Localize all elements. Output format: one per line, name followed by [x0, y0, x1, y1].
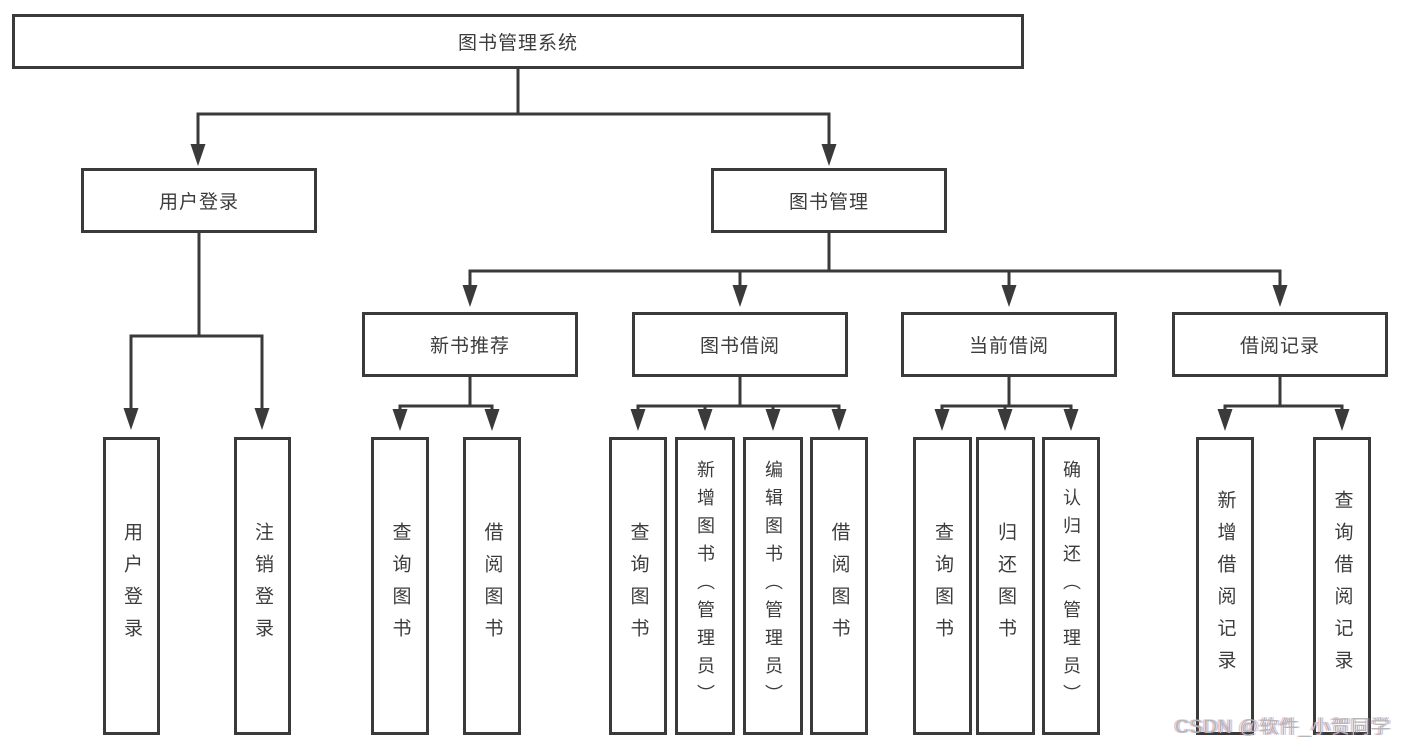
leaf-borrow-books-borrowing: 借阅图书	[810, 437, 868, 735]
leaf-add-borrow-record: 新增借阅记录	[1196, 437, 1254, 735]
leaf-query-books-borrowing: 查询图书	[609, 437, 667, 735]
leaf-return-books: 归还图书	[976, 437, 1035, 735]
csdn-watermark: CSDN @软件_小贺同学	[1175, 717, 1391, 738]
node-book-borrowing: 图书借阅	[632, 312, 848, 377]
leaf-confirm-return-admin: 确认归还（管理员）	[1042, 437, 1100, 735]
leaf-logout-login: 注销登录	[234, 437, 291, 735]
node-book-management: 图书管理	[711, 168, 947, 233]
leaf-user-login: 用户登录	[103, 437, 160, 735]
leaf-edit-books-admin: 编辑图书（管理员）	[743, 437, 803, 735]
node-library-system: 图书管理系统	[12, 14, 1024, 69]
node-current-borrowing: 当前借阅	[901, 312, 1117, 377]
leaf-add-books-admin: 新增图书（管理员）	[675, 437, 735, 735]
node-new-book-recommend: 新书推荐	[362, 312, 578, 377]
leaf-query-borrow-record: 查询借阅记录	[1313, 437, 1371, 735]
arrowheads	[123, 144, 1350, 431]
leaf-borrow-books-recommend: 借阅图书	[463, 437, 521, 735]
leaf-query-books-current: 查询图书	[913, 437, 972, 735]
node-borrowing-records: 借阅记录	[1172, 312, 1388, 377]
node-user-login: 用户登录	[81, 168, 317, 233]
leaf-query-books-recommend: 查询图书	[371, 437, 429, 735]
